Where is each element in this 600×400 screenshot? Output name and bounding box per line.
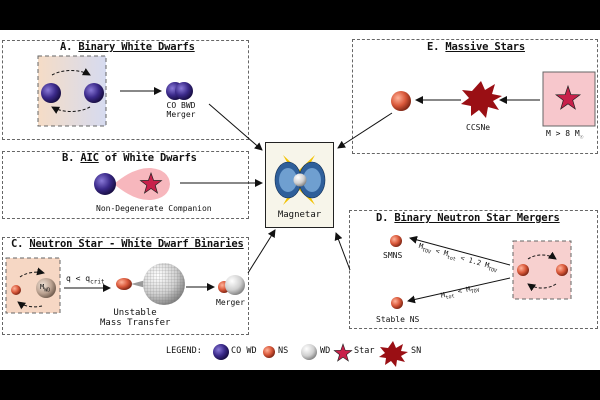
magnetar-core: [293, 173, 307, 187]
ns-sphere-icon: [263, 346, 275, 358]
panel-a-title: A. Binary White Dwarfs: [60, 41, 195, 53]
wd-mesh-overlay: [143, 263, 185, 305]
star-icon: [333, 343, 353, 362]
legend-label-sn: SN: [411, 346, 422, 356]
supernova-icon: [379, 341, 408, 367]
ns-sphere-icon: [390, 235, 402, 247]
arrow-a-to-magnetar: [208, 103, 263, 151]
orbit-arrow-bottom-d: [527, 283, 557, 292]
orbit-arrow-top-d: [527, 251, 557, 260]
panel-c-graphics: [5, 229, 276, 314]
merger-label-a: CO BWD Merger: [166, 101, 196, 120]
co-wd-sphere-icon: [213, 344, 229, 360]
co-wd-sphere-icon: [41, 83, 61, 103]
arrow-d-to-magnetar: [334, 232, 351, 271]
panel-b-title: B. AIC of White Dwarfs: [62, 152, 197, 164]
star-icon: [554, 84, 582, 110]
stable-ns-label: Stable NS: [376, 315, 420, 324]
critical-mass-ratio-condition: q < qcrit: [66, 274, 105, 286]
star-icon: [139, 171, 163, 194]
legend-label-star: Star: [354, 346, 375, 356]
diagram-canvas: A. Binary White Dwarfs B. AIC of White D…: [0, 30, 600, 370]
legend-label-co-wd: CO WD: [231, 346, 257, 356]
ns-sphere-icon: [11, 285, 21, 295]
wd-mass-label: MWD: [40, 283, 51, 294]
co-wd-sphere-icon: [175, 82, 193, 100]
mass-transfer-label: Unstable Mass Transfer: [100, 308, 171, 329]
smns-label: SMNS: [383, 251, 403, 260]
arrow-to-smns: [409, 235, 511, 266]
legend-label-wd: WD: [320, 346, 331, 356]
orbit-arrow-top-a: [51, 68, 91, 76]
ns-sphere-icon: [517, 264, 529, 276]
ccsne-label: CCSNe: [466, 123, 491, 132]
mass-transfer-stream: [131, 280, 146, 288]
co-wd-sphere-icon: [94, 173, 116, 195]
companion-star-teardrop: [114, 167, 170, 201]
arrow-to-stable-ns: [407, 277, 511, 304]
magnetic-field-lobe: [279, 168, 297, 192]
legend-graphics: [213, 341, 408, 367]
wd-sphere-icon: [301, 344, 317, 360]
wd-mass-sphere: [36, 278, 56, 298]
orbit-arrow-bottom-a: [51, 106, 91, 114]
magnetar-illustration: [274, 155, 326, 205]
panel-a-graphics: [37, 55, 263, 151]
panel-e-graphics: [337, 71, 596, 149]
merger-label-c: Merger: [216, 298, 245, 307]
magnetic-field-lobe: [303, 168, 321, 192]
panel-e-title: E. Massive Stars: [427, 41, 525, 53]
ns-sphere-icon: [391, 297, 403, 309]
arrow-e-to-magnetar: [337, 112, 393, 149]
panel-b-graphics: [94, 167, 263, 201]
legend-label-ns: NS: [278, 346, 289, 356]
ns-sphere-icon: [116, 278, 132, 290]
panel-d-graphics: [334, 232, 572, 309]
orbit-arrow-bottom-c: [17, 301, 43, 310]
panel-d-title: D. Binary Neutron Star Mergers: [376, 212, 560, 224]
diagram-graphics: [5, 55, 596, 367]
magnetar-label: Magnetar: [277, 210, 322, 220]
orbit-arrow-top-c: [19, 267, 45, 278]
legend-title: LEGEND:: [166, 346, 202, 356]
panel-c-title: C. Neutron Star - White Dwarf Binaries: [11, 238, 244, 250]
mass-threshold-label: M > 8 M☉: [546, 129, 584, 141]
ns-sphere-icon: [391, 91, 411, 111]
ns-sphere-icon: [556, 264, 568, 276]
co-wd-sphere-icon: [84, 83, 104, 103]
wd-sphere-icon: [225, 275, 245, 295]
companion-label: Non-Degenerate Companion: [96, 204, 212, 213]
arrow-c-to-magnetar: [247, 229, 276, 274]
supernova-icon: [461, 81, 502, 118]
